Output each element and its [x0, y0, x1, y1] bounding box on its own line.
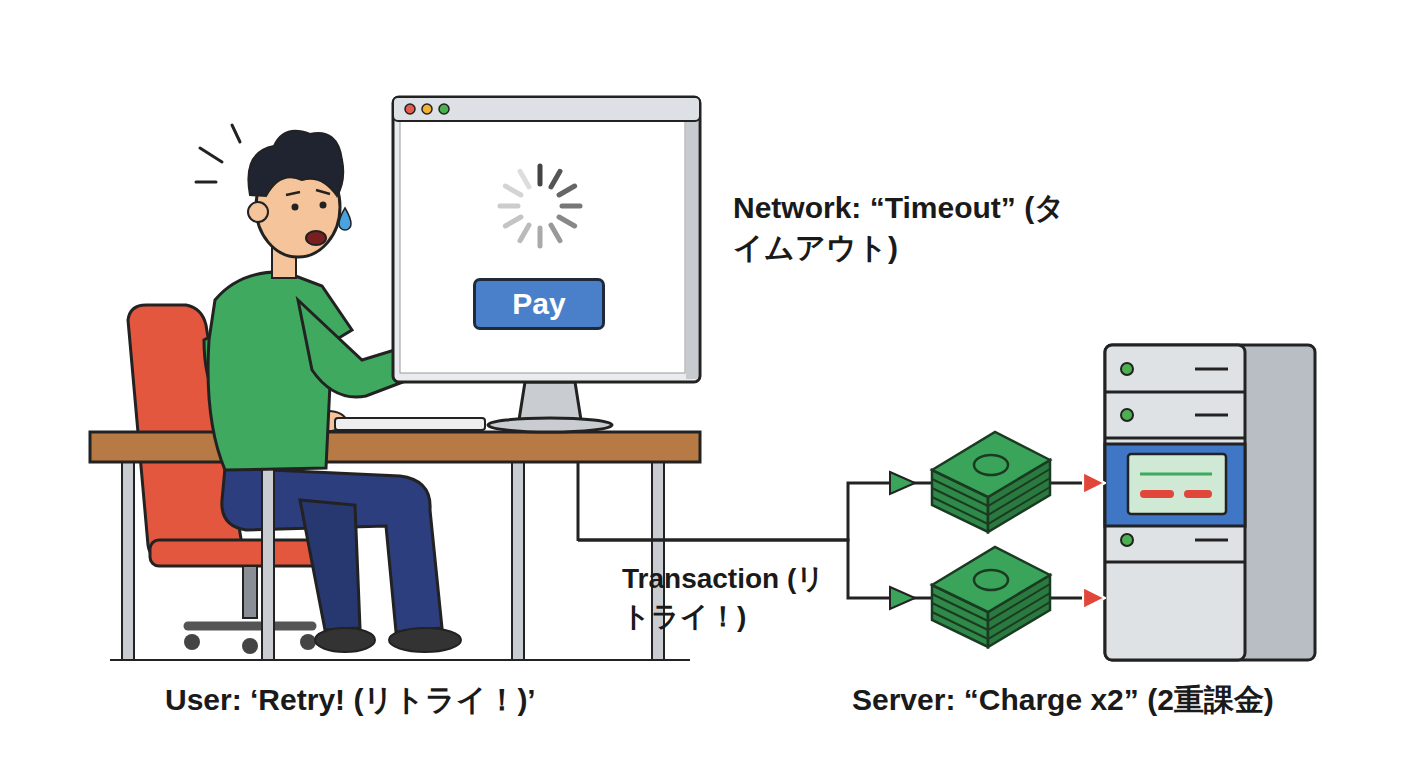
chair-wheel — [184, 634, 200, 650]
spinner-tick — [500, 204, 518, 209]
monitor-base — [488, 418, 612, 432]
server-body — [1105, 345, 1315, 660]
desk-leg — [262, 462, 274, 660]
monitor-side — [686, 121, 698, 379]
spinner-tick — [538, 166, 543, 184]
money-stack — [932, 547, 1050, 647]
chair-wheel — [242, 638, 258, 654]
floor-line — [110, 659, 690, 661]
server-divider — [1105, 437, 1245, 440]
server-divider — [1105, 391, 1245, 394]
node-caption: User: ‘Retry! (リトライ！)’ — [165, 682, 665, 718]
trousers-back-leg — [300, 500, 360, 630]
wire-stub — [577, 462, 580, 541]
spinner-tick — [520, 225, 529, 241]
monitor — [335, 97, 700, 432]
bill-top — [932, 432, 1050, 497]
chair-base — [188, 622, 312, 631]
server-screen — [1128, 454, 1226, 514]
desk-leg — [122, 462, 134, 660]
window-dot — [405, 104, 415, 114]
desk-top — [90, 432, 700, 462]
mouth — [306, 231, 326, 245]
desk — [90, 432, 700, 660]
bill-emblem — [974, 570, 1008, 590]
server-front — [1105, 345, 1245, 660]
spinner-tick — [562, 204, 580, 209]
drive-slot — [1195, 539, 1228, 542]
spinner-tick — [559, 217, 575, 226]
keyboard — [335, 418, 485, 430]
stress-line — [200, 148, 222, 162]
trousers — [222, 468, 442, 632]
eye — [292, 204, 299, 211]
monitor-frame — [393, 97, 700, 382]
hair — [248, 131, 343, 196]
status-light — [1121, 363, 1133, 375]
loading-spinner — [500, 166, 580, 246]
shoe — [315, 628, 375, 652]
chair-wheel — [300, 634, 316, 650]
ear — [248, 202, 268, 222]
drive-slot — [1195, 368, 1228, 371]
server-rack — [1105, 345, 1315, 660]
window-dot — [422, 104, 432, 114]
status-light — [1121, 534, 1133, 546]
spinner-tick — [538, 228, 543, 246]
bill-emblem — [974, 455, 1008, 475]
monitor-stand — [519, 382, 581, 420]
money-stack — [932, 432, 1050, 532]
drive-slot — [1195, 414, 1228, 417]
spinner-tick — [505, 186, 521, 195]
window-title-bar — [393, 97, 700, 121]
spinner-tick — [505, 217, 521, 226]
flow-triangle — [890, 472, 915, 494]
desk-leg — [652, 462, 664, 660]
spinner-tick — [551, 171, 560, 187]
sweat-drop — [339, 208, 351, 230]
bill-top — [932, 547, 1050, 612]
person-legs — [222, 468, 461, 652]
monitor-screen — [400, 121, 685, 373]
desk-leg — [512, 462, 524, 660]
screen-alert — [1184, 490, 1212, 498]
screen-line — [1140, 473, 1212, 476]
eyebrows — [286, 190, 330, 195]
eye — [320, 202, 327, 209]
server-divider — [1105, 561, 1245, 564]
spinner-tick — [551, 225, 560, 241]
status-light — [1121, 409, 1133, 421]
chair-post — [243, 566, 257, 618]
spinner-tick — [559, 186, 575, 195]
network-note: Network: “Timeout” (タイムアウト) — [733, 188, 1093, 268]
node-caption: Server: “Charge x2” (2重課金) — [852, 682, 1362, 718]
flow-triangle — [890, 587, 915, 609]
person-head — [248, 131, 351, 278]
stress-line — [196, 181, 216, 184]
spinner-tick — [520, 171, 529, 187]
server-panel — [1105, 444, 1245, 526]
screen-alert — [1140, 490, 1174, 498]
shoe — [389, 628, 461, 652]
stress-line — [232, 125, 240, 142]
window-dot — [439, 104, 449, 114]
